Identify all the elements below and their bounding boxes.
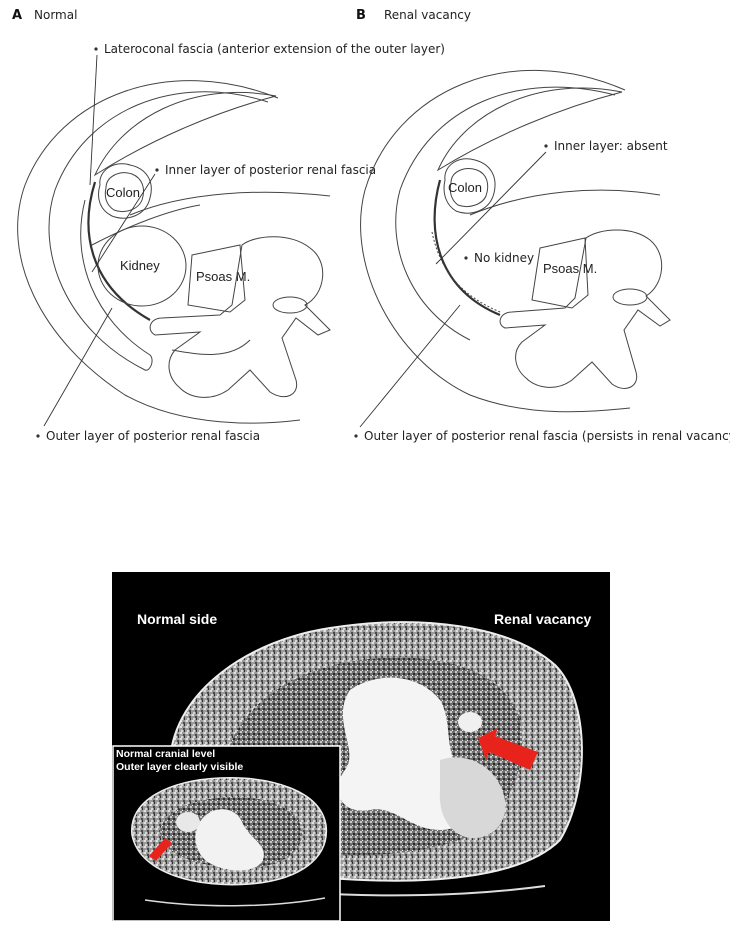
colon-shape (98, 163, 152, 219)
peritoneum-line-b (469, 189, 661, 216)
body-wall-outer-b (360, 69, 631, 413)
label-lateroconal: Lateroconal fascia (anterior extension o… (104, 42, 445, 56)
inset-red-arrow (149, 838, 172, 861)
panel-b: B Renal vacancy Colon Psoas M. Inner lay… (354, 8, 730, 443)
label-outer-layer: Outer layer of posterior renal fascia (46, 429, 260, 443)
inset-line1: Normal cranial level (116, 748, 215, 760)
upper-band-b (436, 87, 623, 172)
bullet-no-kidney (464, 256, 468, 260)
inset-couch (144, 897, 326, 907)
label-inner-layer: Inner layer of posterior renal fascia (165, 163, 376, 177)
outer-layer-fascia-b (433, 179, 501, 317)
ct-psoas-bright (439, 757, 506, 839)
spinal-canal-a (272, 296, 308, 314)
spinal-canal-b (612, 288, 648, 306)
panel-a: A Normal Colon Kidney Psoas M. Laterocon… (12, 8, 445, 443)
colon-label-a: Colon (106, 185, 140, 200)
body-wall-outer (17, 80, 301, 424)
vertebra-a (149, 236, 331, 398)
bullet-inner-absent (544, 144, 548, 148)
upper-band (93, 92, 277, 177)
leader-inner-absent (435, 151, 547, 265)
colon-inner-b (449, 168, 489, 208)
psoas-label-b: Psoas M. (543, 261, 597, 276)
ct-image: Normal side Renal vacancy Normal cranial… (112, 572, 610, 922)
bullet-outer-persists (354, 434, 358, 438)
ct-red-arrow (478, 728, 538, 770)
bullet-inner-layer (155, 168, 159, 172)
leader-outer-persists (359, 304, 461, 428)
outer-layer-fascia (87, 181, 151, 321)
panel-b-title: Renal vacancy (384, 8, 471, 22)
kidney-label: Kidney (120, 258, 160, 273)
colon-inner (104, 172, 145, 213)
panel-a-title: Normal (34, 8, 77, 22)
leader-outer-layer (43, 307, 113, 427)
panel-a-letter: A (12, 8, 22, 23)
psoas-label-a: Psoas M. (196, 269, 250, 284)
kidney-shape (97, 225, 187, 307)
peritoneum-line-2 (91, 204, 201, 246)
bullet-lateroconal (94, 47, 98, 51)
ct-bright-dot (458, 712, 482, 732)
inset-bright (195, 809, 264, 871)
label-no-kidney: No kidney (474, 251, 534, 265)
vertebra-process-a (171, 339, 251, 355)
psoas-shape-b (531, 237, 589, 309)
colon-label-b: Colon (448, 180, 482, 195)
panel-b-letter: B (356, 8, 366, 23)
muscle-layer (48, 91, 269, 371)
leader-inner-layer (91, 173, 156, 273)
dotted-inner-b (431, 231, 501, 313)
label-outer-persists: Outer layer of posterior renal fascia (p… (364, 429, 730, 443)
inset-kidney (176, 812, 200, 832)
leader-lateroconal (89, 54, 98, 186)
psoas-shape-a (187, 244, 246, 313)
label-inner-absent: Inner layer: absent (554, 139, 668, 153)
peritoneum-line (129, 191, 331, 216)
colon-shape-b (443, 158, 496, 214)
inset-line2: Outer layer clearly visible (116, 761, 243, 773)
ct-right-label: Renal vacancy (494, 611, 591, 627)
bullet-outer-layer (36, 434, 40, 438)
muscle-layer-b (395, 86, 616, 341)
vertebra-b (499, 229, 671, 389)
ct-left-label: Normal side (137, 611, 217, 627)
